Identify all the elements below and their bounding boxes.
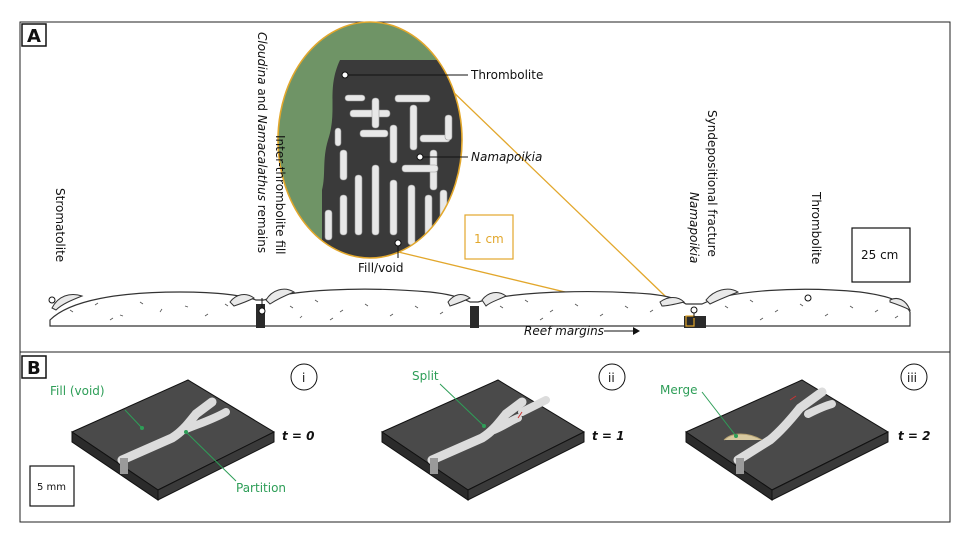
label-fill-void: Fill/void [358,261,403,275]
zoom-scale-box [464,214,514,260]
roman-iii: iii [907,371,917,385]
panel-a-leaders [48,71,812,332]
label-syndepositional-fracture: Syndepositional fracture [705,110,719,257]
roman-i: i [302,371,305,385]
time-i: t = 0 [282,429,315,443]
label-inter-thrombolite-fill: Inter-thrombolite fill [273,135,287,255]
label-syndep-namapoikia: Namapoikia [687,192,701,263]
roman-i-circle [290,363,318,391]
panel-b-scale-label: 5 mm [37,482,66,493]
roman-ii: ii [608,371,615,385]
main-scale-label: 25 cm [861,248,898,262]
label-thrombolite-right: Thrombolite [809,191,823,264]
annot-split: Split [412,369,439,383]
block-iii [684,379,890,501]
panel-b-scale-box [29,465,75,507]
zoom-source-box [685,315,695,327]
annot-fill-void: Fill (void) [50,384,105,398]
reef-margins-arrowhead [633,327,640,335]
label-inter-thrombolite-remains: Cloudina and Namacalathus remains [255,32,269,253]
panel-a-letter: A [21,23,47,47]
annot-partition: Partition [236,481,286,495]
block-ii [380,379,586,501]
stromatolite-heads [51,288,911,312]
label-thrombolite-top: Thrombolite [470,68,543,82]
panel-b-frame [19,351,951,523]
inter-thrombolite-fills [256,304,706,328]
svg-text:A: A [27,26,41,47]
roman-ii-circle [598,363,626,391]
roman-iii-circle [900,363,928,391]
main-scale-box [851,227,911,283]
label-namapoikia-zoom: Namapoikia [471,150,542,164]
zoom-ellipse [277,21,463,259]
zoom-scale-label: 1 cm [474,232,504,246]
reef-profile [49,288,911,327]
panel-b-letter: B [21,355,47,379]
block-i [70,379,276,501]
label-reef-margins: Reef margins [524,324,604,338]
annot-merge: Merge [660,383,697,397]
zoom-line-upper [419,59,691,321]
time-iii: t = 2 [898,429,931,443]
svg-text:B: B [27,358,41,379]
time-ii: t = 1 [592,429,625,443]
label-stromatolite: Stromatolite [53,188,67,262]
